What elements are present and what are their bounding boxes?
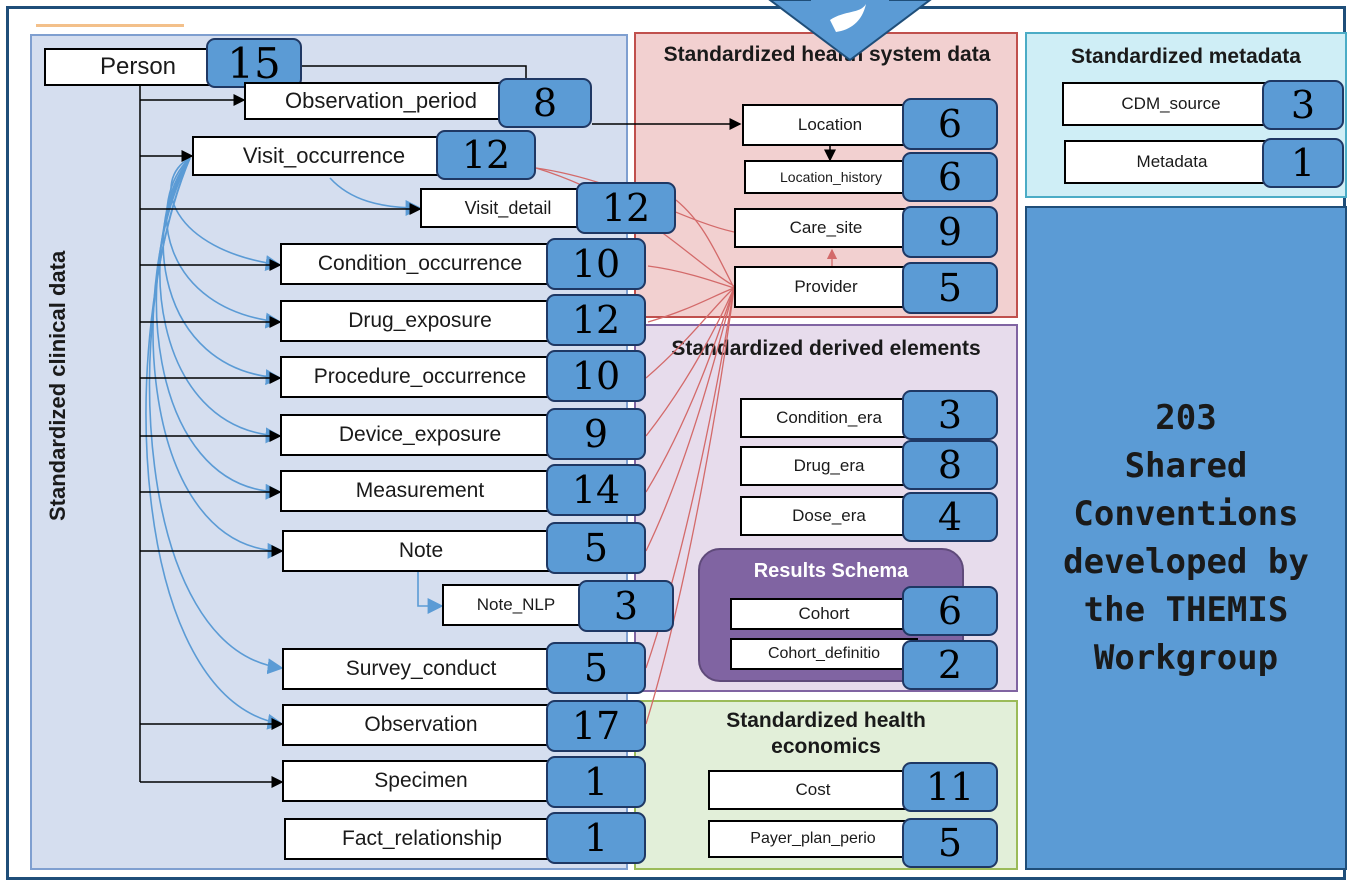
count-cost: 11: [902, 762, 998, 812]
blue-visit-links: [145, 157, 444, 730]
health-economics-title: Standardized health economics: [726, 709, 926, 758]
count-measurement: 14: [546, 464, 646, 516]
count-cdm-source: 3: [1262, 80, 1344, 130]
table-note-nlp: Note_NLP: [442, 584, 590, 626]
count-drug-exposure: 12: [546, 294, 646, 346]
count-note: 5: [546, 522, 646, 574]
count-visit-occurrence: 12: [436, 130, 536, 180]
table-cohort: Cohort: [730, 598, 918, 630]
table-survey-conduct: Survey_conduct: [282, 648, 560, 690]
table-location: Location: [742, 104, 918, 146]
table-device-exposure: Device_exposure: [280, 414, 560, 456]
count-condition-occurrence: 10: [546, 238, 646, 290]
count-metadata: 1: [1262, 138, 1344, 188]
table-care-site: Care_site: [734, 208, 918, 248]
count-survey-conduct: 5: [546, 642, 646, 694]
count-care-site: 9: [902, 206, 998, 258]
table-dose-era: Dose_era: [740, 496, 918, 536]
table-observation: Observation: [282, 704, 560, 746]
table-person: Person: [44, 48, 232, 86]
count-person: 15: [206, 38, 302, 88]
count-cohort: 6: [902, 586, 998, 636]
table-specimen: Specimen: [282, 760, 560, 802]
table-cost: Cost: [708, 770, 918, 810]
count-fact-relationship: 1: [546, 812, 646, 864]
count-specimen: 1: [546, 756, 646, 808]
health-system-title: Standardized health system data: [663, 43, 991, 66]
count-dose-era: 4: [902, 492, 998, 542]
results-schema-title: Results Schema: [753, 560, 909, 582]
table-condition-era: Condition_era: [740, 398, 918, 438]
count-visit-detail: 12: [576, 182, 676, 234]
orange-accent-bar: [36, 24, 184, 27]
count-drug-era: 8: [902, 440, 998, 490]
table-condition-occurrence: Condition_occurrence: [280, 243, 560, 285]
count-device-exposure: 9: [546, 408, 646, 460]
table-fact-relationship: Fact_relationship: [284, 818, 560, 860]
count-note-nlp: 3: [578, 580, 674, 632]
count-cohort-definition: 2: [902, 640, 998, 690]
shared-conventions-panel: 203 Shared Conventions developed by the …: [1025, 206, 1347, 870]
metadata-title: Standardized metadata: [1071, 45, 1301, 68]
table-procedure-occurrence: Procedure_occurrence: [280, 356, 560, 398]
count-procedure-occurrence: 10: [546, 350, 646, 402]
count-observation-period: 8: [498, 78, 592, 128]
table-measurement: Measurement: [280, 470, 560, 512]
table-provider: Provider: [734, 266, 918, 308]
table-visit-occurrence: Visit_occurrence: [192, 136, 456, 176]
table-visit-detail: Visit_detail: [420, 188, 596, 228]
table-drug-era: Drug_era: [740, 446, 918, 486]
black-person-links: [139, 65, 836, 788]
table-observation-period: Observation_period: [244, 82, 518, 120]
table-drug-exposure: Drug_exposure: [280, 300, 560, 342]
count-location-history: 6: [902, 152, 998, 202]
count-condition-era: 3: [902, 390, 998, 440]
count-location: 6: [902, 98, 998, 150]
count-payer-plan-period: 5: [902, 818, 998, 868]
derived-elements-title: Standardized derived elements: [671, 337, 981, 360]
table-note: Note: [282, 530, 560, 572]
table-metadata: Metadata: [1064, 140, 1280, 184]
shared-conventions-text: 203 Shared Conventions developed by the …: [1063, 398, 1309, 678]
count-observation: 17: [546, 700, 646, 752]
table-cdm-source: CDM_source: [1062, 82, 1280, 126]
table-cohort-definition: Cohort_definitio: [730, 638, 918, 670]
count-provider: 5: [902, 262, 998, 314]
top-down-arrow-icon: [768, 0, 932, 62]
table-location-history: Location_history: [744, 160, 918, 194]
table-payer-plan-period: Payer_plan_perio: [708, 820, 918, 858]
